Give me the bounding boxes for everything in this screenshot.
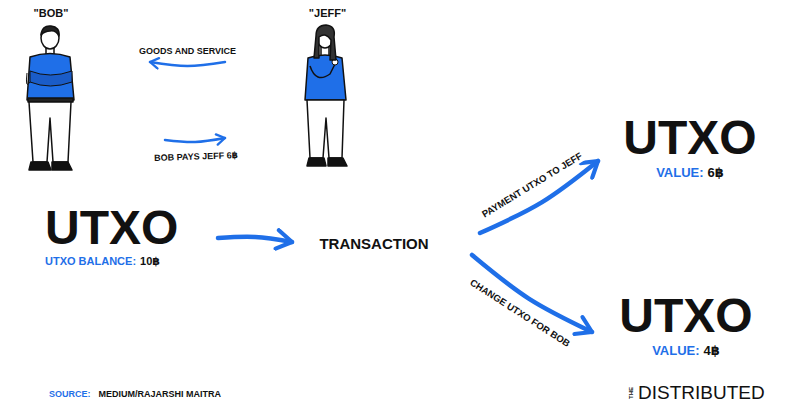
text-row: VALUE: 6฿ (656, 166, 724, 179)
crossed-arms (30, 71, 72, 86)
utxo-heading: UTXO (619, 292, 752, 340)
transaction-node: TRANSACTION (316, 234, 432, 254)
person-name: "BOB" (34, 8, 69, 19)
value-label: VALUE: (656, 166, 703, 179)
jeff-figure (305, 25, 347, 166)
balance-label: UTXO BALANCE: (45, 256, 136, 267)
person-name: "JEFF" (309, 8, 346, 19)
trousers (307, 100, 344, 158)
sweater (305, 55, 346, 100)
bob-figure (26, 26, 74, 170)
arrow-label: BOB PAYS JEFF 6฿ (152, 150, 240, 164)
balance-value: 10฿ (140, 256, 160, 267)
text-row: UTXO (623, 114, 756, 162)
source-credit: MEDIUM/RAJARSHI MAITRA (97, 389, 224, 400)
trousers (29, 102, 71, 162)
text-row: UTXO (619, 292, 752, 340)
watermark: DISTRIBUTED (636, 382, 767, 403)
value-amount: 4฿ (704, 344, 720, 357)
text-row: UTXO BALANCE: 10฿ (45, 256, 160, 267)
hair (41, 26, 59, 36)
shoe (328, 158, 347, 166)
shoe (29, 162, 51, 170)
text-row: TRANSACTION (319, 236, 428, 251)
arm-line (26, 73, 30, 85)
flow-arrow (218, 237, 292, 242)
utxo-heading: UTXO (623, 114, 756, 162)
flow-arrow (165, 138, 225, 142)
person-node: "JEFF" (280, 6, 375, 178)
text-row: "JEFF" (309, 8, 346, 19)
text-row: UTXO (45, 204, 178, 252)
text-row: VALUE: 4฿ (652, 344, 720, 357)
raised-arm (310, 64, 335, 78)
utxo-block: UTXO VALUE: 4฿ (616, 290, 756, 360)
utxo-heading: UTXO (45, 204, 178, 252)
shoe (307, 158, 326, 166)
source-label: SOURCE: (47, 389, 93, 400)
value-label: VALUE: (652, 344, 699, 357)
utxo-block: UTXO VALUE: 6฿ (620, 112, 760, 182)
shoe (52, 162, 72, 170)
value-amount: 6฿ (708, 166, 724, 179)
sweater (27, 54, 74, 101)
flow-arrow (150, 62, 225, 66)
watermark-prefix: THE (627, 385, 635, 401)
flow-arrow (480, 161, 598, 233)
person-node: "BOB" (8, 6, 94, 178)
long-hair (314, 25, 336, 60)
transaction-label: TRANSACTION (319, 236, 428, 251)
text-row: "BOB" (34, 8, 69, 19)
arrow-label: GOODS AND SERVICE (137, 46, 238, 57)
utxo-block: UTXO UTXO BALANCE: 10฿ (43, 202, 183, 270)
